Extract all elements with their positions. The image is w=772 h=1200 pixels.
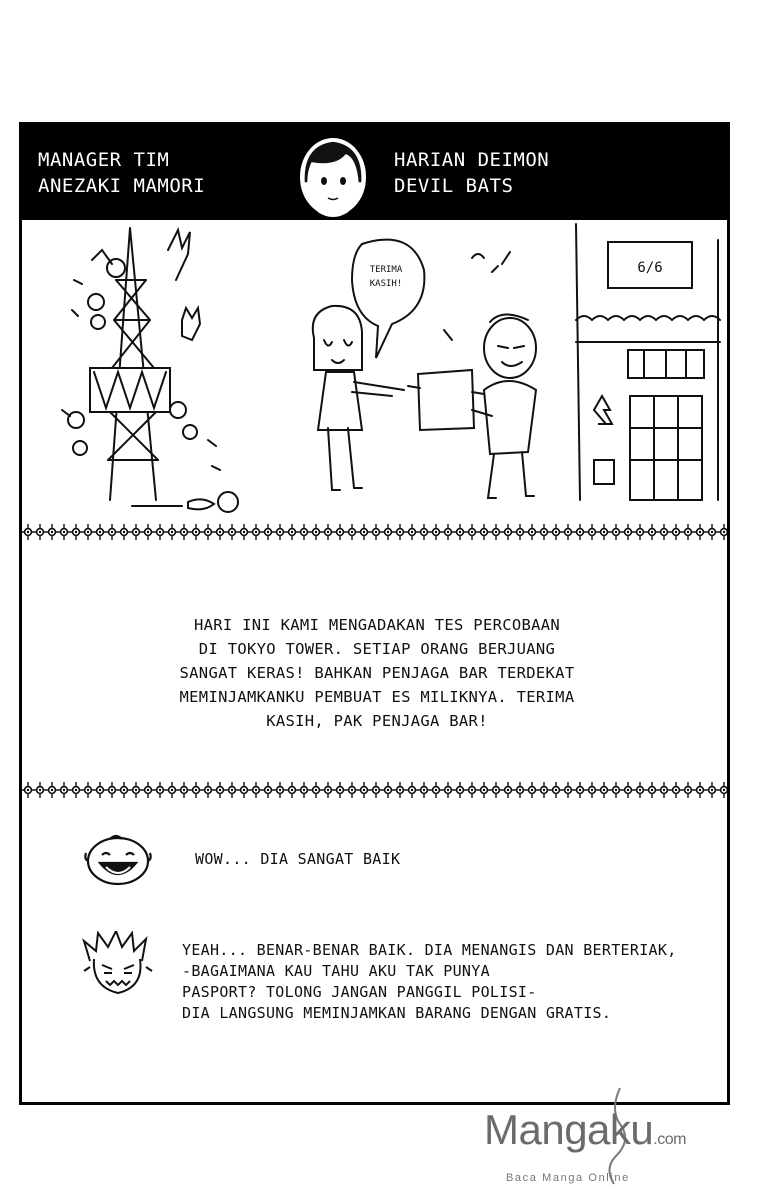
header-left-line2: ANEZAKI MAMORI (38, 175, 206, 197)
dialogue-second: YEAH... BENAR-BENAR BAIK. DIA MENANGIS D… (182, 940, 677, 1024)
dialogue-second-line: DIA LANGSUNG MEMINJAMKAN BARANG DENGAN G… (182, 1004, 612, 1022)
shop-drawing: 6/6 (575, 223, 721, 501)
mamori-avatar (288, 131, 378, 219)
paragraph-line: HARI INI KAMI MENGADAKAN TES PERCOBAAN (193, 616, 560, 634)
ornament-divider-1 (22, 520, 727, 544)
tokyo-tower-drawing (61, 227, 239, 513)
page-frame: MANAGER TIM ANEZAKI MAMORI HARIAN DEIMON… (19, 122, 730, 1105)
watermark-tagline: Baca Manga Online (506, 1172, 630, 1184)
bartender-drawing (443, 251, 538, 499)
watermark-brand-suffix: ku (609, 1106, 654, 1153)
header-right-line1: HARIAN DEIMON (394, 149, 550, 171)
paragraph-line: KASIH, PAK PENJAGA BAR! (266, 712, 488, 730)
watermark-swirl-icon (608, 1087, 627, 1185)
ornament-divider-2-art (22, 778, 727, 802)
watermark-brand: Mangaku.com (484, 1106, 686, 1154)
header-bar: MANAGER TIM ANEZAKI MAMORI HARIAN DEIMON… (22, 125, 727, 220)
speech-text-line2: KASIH! (370, 279, 403, 289)
dialogue-second-line: YEAH... BENAR-BENAR BAIK. DIA MENANGIS D… (182, 941, 677, 959)
main-paragraph: HARI INI KAMI MENGADAKAN TES PERCOBAAN D… (112, 613, 642, 733)
paragraph-line: MEMINJAMKANKU PEMBUAT ES MILIKNYA. TERIM… (179, 688, 575, 706)
watermark-brand-prefix: Man (484, 1106, 565, 1153)
dialogue-second-line: PASPORT? TOLONG JANGAN PANGGIL POLISI- (182, 983, 537, 1001)
header-right-title: HARIAN DEIMON DEVIL BATS (394, 147, 549, 199)
watermark-tld: .com (653, 1131, 686, 1148)
watermark-brand-mid: ga (564, 1106, 610, 1153)
spiky-hair-face (80, 928, 156, 1001)
smiling-boy-face (82, 831, 154, 891)
dialogue-second-line: -BAGAIMANA KAU TAHU AKU TAK PUNYA (182, 962, 490, 980)
paragraph-line: SANGAT KERAS! BAHKAN PENJAGA BAR TERDEKA… (179, 664, 575, 682)
girl-drawing (311, 304, 405, 491)
ornament-divider-1-art (22, 520, 727, 544)
header-left-title: MANAGER TIM ANEZAKI MAMORI (38, 147, 205, 199)
speech-text-line1: TERIMA (370, 265, 403, 275)
header-right-line2: DEVIL BATS (394, 175, 514, 197)
paragraph-line: DI TOKYO TOWER. SETIAP ORANG BERJUANG (198, 640, 556, 658)
shop-sign-text: 6/6 (637, 260, 662, 276)
mangaku-watermark: Mangaku.com Baca Manga Online (478, 1080, 768, 1190)
header-left-line1: MANAGER TIM (38, 149, 170, 171)
ornament-divider-2 (22, 778, 727, 802)
dialogue-first: WOW... DIA SANGAT BAIK (195, 850, 401, 868)
illustration-panel: TERIMA KASIH! (32, 220, 722, 520)
